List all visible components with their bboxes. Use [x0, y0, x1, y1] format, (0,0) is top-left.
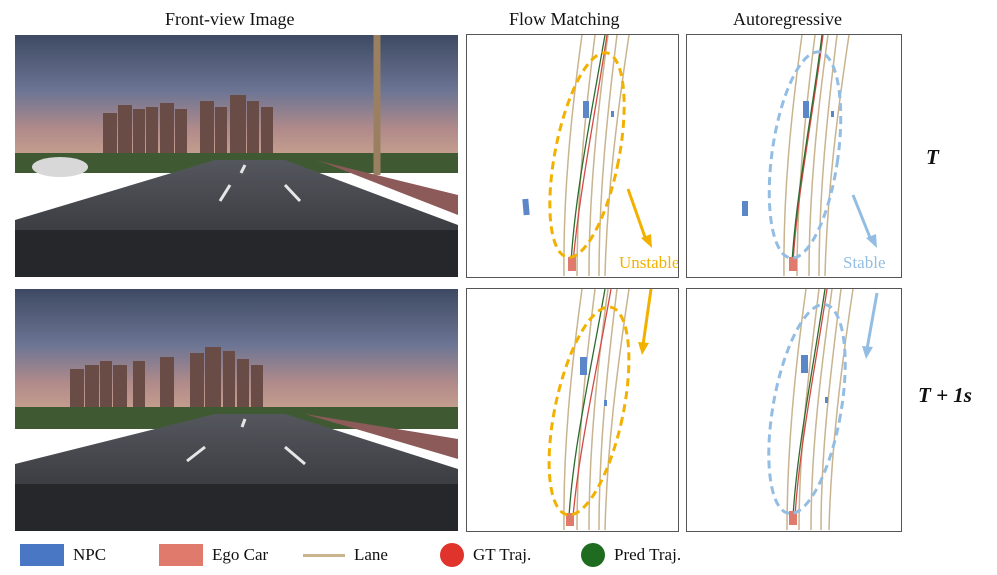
front-view-image-t-plus-1s	[15, 289, 458, 531]
lane-lines	[563, 289, 630, 531]
gt-trajectory	[572, 35, 608, 264]
npc-vehicle	[801, 355, 808, 373]
legend-npc: NPC	[20, 540, 106, 570]
stable-arrowhead	[862, 346, 873, 359]
autoregressive-bev-t-plus-1s	[686, 288, 902, 532]
unstable-highlight-ellipse	[548, 51, 626, 259]
front-view-image-t	[15, 35, 458, 277]
column-title-flow-matching: Flow Matching	[509, 9, 620, 29]
pred-trajectory	[791, 35, 823, 264]
legend-lane: Lane	[303, 540, 388, 570]
autoregressive-bev-t: Stable	[686, 34, 902, 278]
bev-map	[767, 289, 879, 531]
legend-label: GT Traj.	[473, 545, 532, 564]
pred-traj-swatch	[581, 543, 605, 567]
npc-vehicle	[604, 400, 607, 406]
npc-vehicle	[742, 201, 748, 216]
ego-car-swatch	[159, 544, 203, 566]
legend-label: NPC	[73, 545, 107, 564]
stable-highlight-ellipse	[767, 50, 843, 260]
legend-pred-traj: Pred Traj.	[581, 540, 681, 570]
npc-vehicle	[580, 357, 587, 375]
ego-car	[789, 257, 797, 271]
bev-map	[547, 289, 653, 531]
unstable-arrowhead	[638, 342, 649, 355]
column-title-autoregressive: Autoregressive	[733, 9, 842, 29]
stable-arrowhead	[866, 234, 877, 248]
front-view-scene-t	[15, 35, 458, 277]
unstable-arrow	[641, 289, 653, 346]
unstable-arrow	[626, 188, 648, 241]
ego-car	[789, 511, 797, 525]
npc-vehicle	[831, 111, 834, 117]
lane-lines	[563, 35, 630, 277]
stable-highlight-ellipse	[767, 302, 847, 516]
unstable-annotation: Unstable	[619, 253, 679, 272]
flow-matching-bev-t: Unstable	[466, 34, 679, 278]
unstable-highlight-ellipse	[547, 305, 631, 517]
legend-gt-traj: GT Traj.	[440, 540, 531, 570]
stable-arrow	[865, 292, 879, 350]
legend-label: Ego Car	[212, 545, 269, 564]
gt-trajectory	[572, 289, 612, 518]
ego-car	[568, 257, 576, 271]
legend-label: Lane	[354, 545, 388, 564]
pred-trajectory	[792, 289, 826, 518]
pred-trajectory	[570, 35, 606, 264]
npc-vehicle	[803, 101, 809, 118]
legend-ego-car: Ego Car	[159, 540, 268, 570]
gt-trajectory	[794, 289, 828, 518]
gt-traj-swatch	[440, 543, 464, 567]
stable-arrow	[851, 194, 873, 241]
stable-annotation: Stable	[843, 253, 886, 272]
row-label-t: T	[926, 145, 939, 169]
pred-trajectory	[568, 289, 606, 518]
flow-matching-bev-t-plus-1s	[466, 288, 679, 532]
bev-map	[522, 35, 652, 277]
npc-swatch	[20, 544, 64, 566]
npc-vehicle	[611, 111, 614, 117]
npc-vehicle	[583, 101, 589, 118]
ego-car	[566, 513, 574, 526]
front-view-scene-t-plus-1s	[15, 289, 458, 531]
unstable-arrowhead	[641, 234, 652, 248]
bev-map	[742, 35, 877, 277]
npc-vehicle	[825, 397, 828, 403]
row-label-t-plus-1s: T + 1s	[918, 383, 972, 407]
legend-label: Pred Traj.	[614, 545, 682, 564]
lane-swatch	[303, 553, 345, 557]
gt-trajectory	[792, 35, 824, 264]
npc-vehicle	[522, 198, 530, 216]
column-title-front-view: Front-view Image	[165, 9, 295, 29]
